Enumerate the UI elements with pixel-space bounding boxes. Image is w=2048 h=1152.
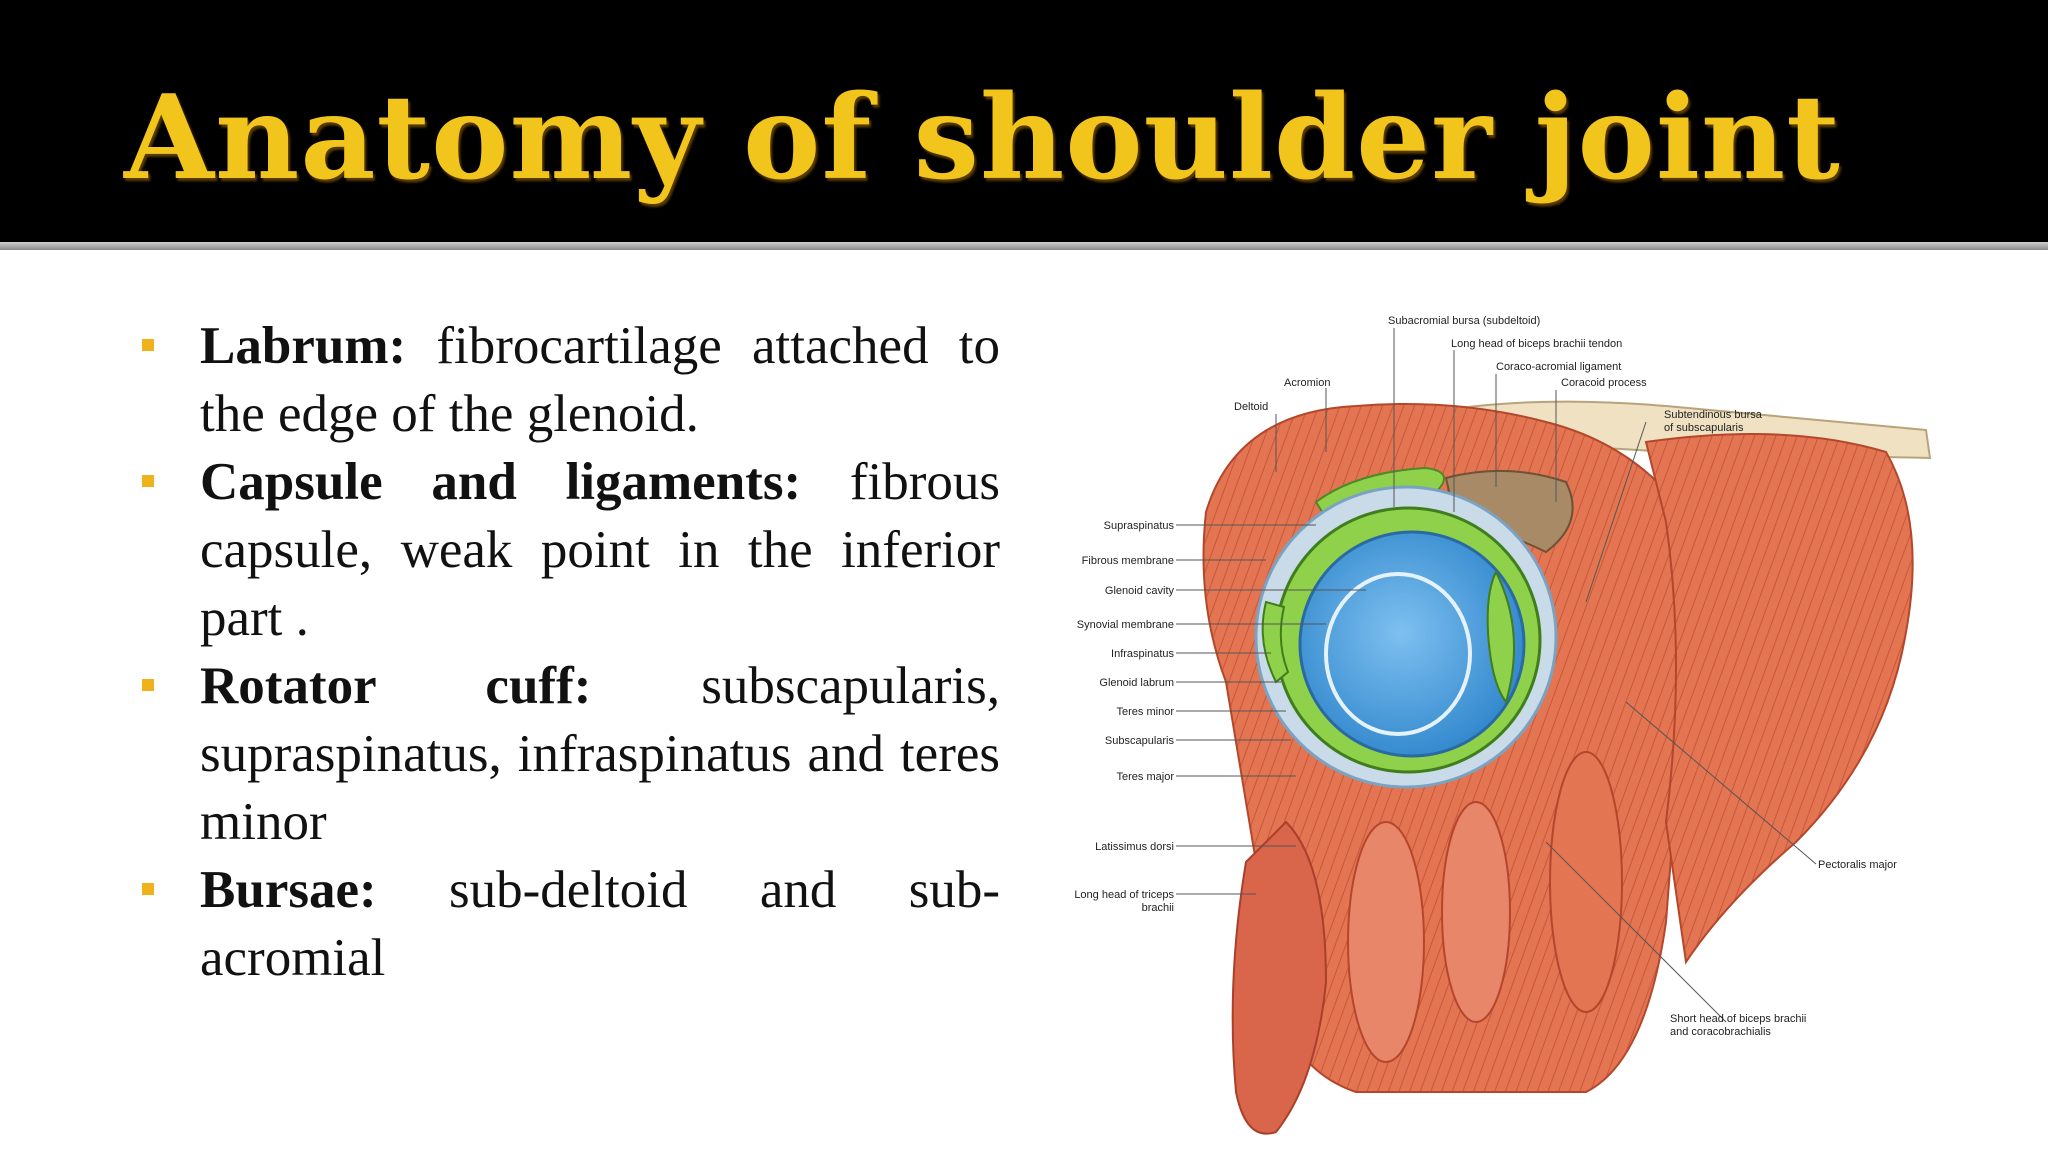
label-deltoid: Deltoid — [1234, 401, 1268, 413]
label-subtendinous-bursa: Subtendinous bursa — [1664, 409, 1763, 421]
label-short-head-biceps-line2: and coracobrachialis — [1670, 1026, 1771, 1038]
bullet-marker — [142, 679, 154, 691]
label-subacromial-bursa: Subacromial bursa (subdeltoid) — [1388, 315, 1540, 327]
label-coraco-acromial-ligament: Coraco-acromial ligament — [1496, 361, 1621, 373]
bullet-text: fibrocartilage attached to the edge of t… — [200, 317, 1001, 443]
label-teres-major: Teres major — [1117, 771, 1175, 783]
bullet-list: Labrum: fibrocartilage attached to the e… — [138, 312, 1000, 992]
label-pectoralis-major: Pectoralis major — [1818, 859, 1897, 871]
synovial-membrane — [1324, 572, 1472, 736]
bullet-item-bursae: Bursae: sub-deltoid and sub-acromial — [138, 856, 1000, 992]
bullet-item-capsule: Capsule and ligaments: fibrous capsule, … — [138, 448, 1000, 652]
label-short-head-biceps: Short head of biceps brachii — [1670, 1013, 1806, 1025]
bullet-item-labrum: Labrum: fibrocartilage attached to the e… — [138, 312, 1000, 448]
teres-major-muscle — [1347, 821, 1425, 1063]
title-bar — [0, 0, 2048, 242]
bullet-term: Labrum: — [200, 317, 407, 375]
bullet-marker — [142, 475, 154, 487]
bullet-text: subscapularis, supraspinatus, infraspina… — [200, 657, 1000, 851]
label-subtendinous-bursa-line2: of subscapularis — [1664, 422, 1744, 434]
bullet-item-rotator-cuff: Rotator cuff: subscapularis, supraspinat… — [138, 652, 1000, 856]
bullet-term: Bursae: — [200, 861, 377, 919]
label-supraspinatus: Supraspinatus — [1104, 520, 1175, 532]
label-glenoid-labrum: Glenoid labrum — [1099, 677, 1174, 689]
label-subscapularis: Subscapularis — [1105, 735, 1175, 747]
label-coracoid-process: Coracoid process — [1561, 377, 1647, 389]
label-glenoid-cavity: Glenoid cavity — [1105, 585, 1175, 597]
title-bar-divider — [0, 242, 2048, 250]
subscapularis-tendon — [1486, 569, 1515, 705]
bullet-marker — [142, 883, 154, 895]
label-long-head-biceps-tendon: Long head of biceps brachii tendon — [1451, 338, 1622, 350]
long-head-triceps-muscle — [1231, 820, 1328, 1135]
label-infraspinatus: Infraspinatus — [1111, 648, 1174, 660]
bullet-text: sub-deltoid and sub-acromial — [200, 861, 1000, 987]
label-acromion: Acromion — [1284, 377, 1330, 389]
label-teres-minor: Teres minor — [1117, 706, 1175, 718]
bullet-term: Capsule and ligaments: — [200, 453, 802, 511]
shoulder-anatomy-svg: Subacromial bursa (subdeltoid) Long head… — [1074, 315, 1932, 1135]
label-synovial-membrane: Synovial membrane — [1077, 619, 1174, 631]
label-long-head-triceps: Long head of triceps — [1074, 889, 1174, 901]
label-long-head-triceps-line2: brachii — [1142, 902, 1174, 914]
shoulder-anatomy-illustration: Subacromial bursa (subdeltoid) Long head… — [1026, 302, 2036, 1150]
label-fibrous-membrane: Fibrous membrane — [1082, 555, 1174, 567]
bullet-marker — [142, 339, 154, 351]
label-latissimus-dorsi: Latissimus dorsi — [1095, 841, 1174, 853]
bullet-text: fibrous capsule, weak point in the infer… — [200, 453, 1001, 647]
leader-lines — [1176, 328, 1817, 1023]
bullet-term: Rotator cuff: — [200, 657, 592, 715]
slide-title: Anatomy of shoulder joint — [124, 70, 1841, 206]
latissimus-dorsi-muscle — [1441, 801, 1511, 1023]
pectoralis-major-muscle — [1644, 433, 1914, 965]
